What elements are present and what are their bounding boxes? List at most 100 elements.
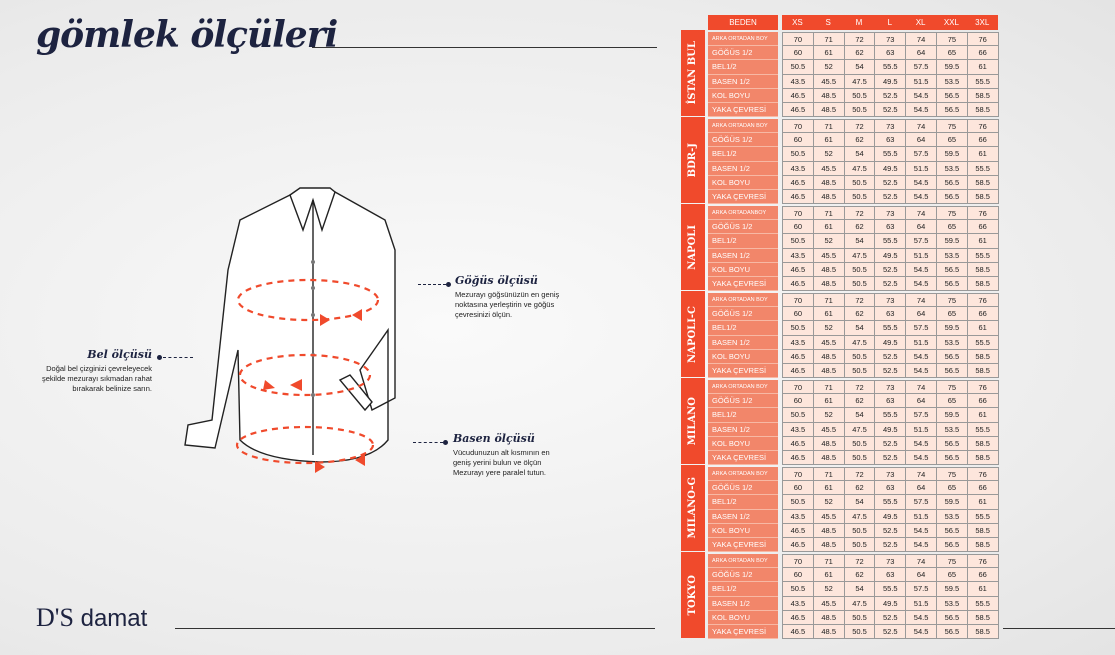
table-cell: 43.5 bbox=[783, 161, 814, 176]
table-cell: 73 bbox=[875, 32, 907, 47]
table-cell: 45.5 bbox=[813, 161, 845, 176]
table-cell: 64 bbox=[906, 220, 937, 235]
leader-dot bbox=[157, 355, 162, 360]
table-cell: 62 bbox=[844, 46, 876, 61]
table-cell: 46.5 bbox=[783, 624, 814, 640]
table-cell: 47.5 bbox=[844, 596, 876, 611]
table-cell: 50.5 bbox=[844, 436, 876, 451]
row-label: YAKA ÇEVRESİ bbox=[708, 624, 778, 640]
table-cell: 53.5 bbox=[936, 335, 968, 350]
table-cell: 65 bbox=[936, 568, 968, 583]
table-cell: 49.5 bbox=[875, 596, 907, 611]
table-cell: 51.5 bbox=[906, 161, 937, 176]
row-label: GÖĞÜS 1/2 bbox=[708, 481, 778, 496]
row-label: ARKA ORTADAN BOY bbox=[708, 467, 778, 482]
group-name: MILANO-G bbox=[681, 465, 705, 551]
table-cell: 66 bbox=[967, 220, 999, 235]
table-cell: 61 bbox=[967, 60, 999, 75]
table-cell: 52.5 bbox=[875, 624, 907, 640]
table-cell: 56.5 bbox=[936, 624, 968, 640]
table-cell: 52.5 bbox=[875, 450, 907, 466]
table-cell: 55.5 bbox=[875, 495, 907, 510]
table-cell: 73 bbox=[875, 119, 907, 134]
row-label: KOL BOYU bbox=[708, 88, 778, 103]
table-cell: 61 bbox=[967, 234, 999, 249]
table-cell: 61 bbox=[813, 220, 845, 235]
table-cell: 56.5 bbox=[936, 537, 968, 553]
table-cell: 54.5 bbox=[906, 262, 937, 277]
table-cell: 63 bbox=[875, 307, 907, 322]
table-cell: 49.5 bbox=[875, 335, 907, 350]
table-cell: 65 bbox=[936, 133, 968, 148]
table-cell: 58.5 bbox=[967, 436, 999, 451]
row-label: GÖĞÜS 1/2 bbox=[708, 307, 778, 322]
table-cell: 50.5 bbox=[783, 321, 814, 336]
table-cell: 52.5 bbox=[875, 436, 907, 451]
table-cell: 54.5 bbox=[906, 523, 937, 538]
leader-line bbox=[413, 442, 443, 443]
row-label: KOL BOYU bbox=[708, 610, 778, 625]
table-cell: 64 bbox=[906, 307, 937, 322]
table-cell: 52 bbox=[813, 495, 845, 510]
table-cell: 52.5 bbox=[875, 349, 907, 364]
table-cell: 61 bbox=[813, 394, 845, 409]
table-cell: 66 bbox=[967, 394, 999, 409]
table-cell: 48.5 bbox=[813, 624, 845, 640]
table-cell: 64 bbox=[906, 46, 937, 61]
table-cell: 74 bbox=[906, 206, 937, 221]
table-cell: 43.5 bbox=[783, 422, 814, 437]
row-label: GÖĞÜS 1/2 bbox=[708, 133, 778, 148]
table-cell: 54 bbox=[844, 321, 876, 336]
table-cell: 76 bbox=[967, 206, 999, 221]
table-cell: 74 bbox=[906, 467, 937, 482]
table-cell: 46.5 bbox=[783, 450, 814, 466]
table-cell: 58.5 bbox=[967, 88, 999, 103]
header-size: XXL bbox=[935, 15, 967, 30]
table-cell: 46.5 bbox=[783, 436, 814, 451]
table-cell: 53.5 bbox=[936, 161, 968, 176]
table-cell: 55.5 bbox=[967, 596, 999, 611]
row-label: BASEN 1/2 bbox=[708, 248, 778, 263]
table-cell: 64 bbox=[906, 394, 937, 409]
table-cell: 59.5 bbox=[936, 582, 968, 597]
table-cell: 46.5 bbox=[783, 102, 814, 118]
table-cell: 48.5 bbox=[813, 610, 845, 625]
table-cell: 50.5 bbox=[844, 175, 876, 190]
row-label: KOL BOYU bbox=[708, 436, 778, 451]
table-cell: 52 bbox=[813, 147, 845, 162]
table-cell: 43.5 bbox=[783, 596, 814, 611]
table-cell: 48.5 bbox=[813, 189, 845, 205]
table-cell: 49.5 bbox=[875, 422, 907, 437]
table-cell: 48.5 bbox=[813, 523, 845, 538]
table-cell: 72 bbox=[844, 554, 876, 569]
table-cell: 72 bbox=[844, 380, 876, 395]
table-cell: 63 bbox=[875, 394, 907, 409]
table-cell: 50.5 bbox=[783, 495, 814, 510]
